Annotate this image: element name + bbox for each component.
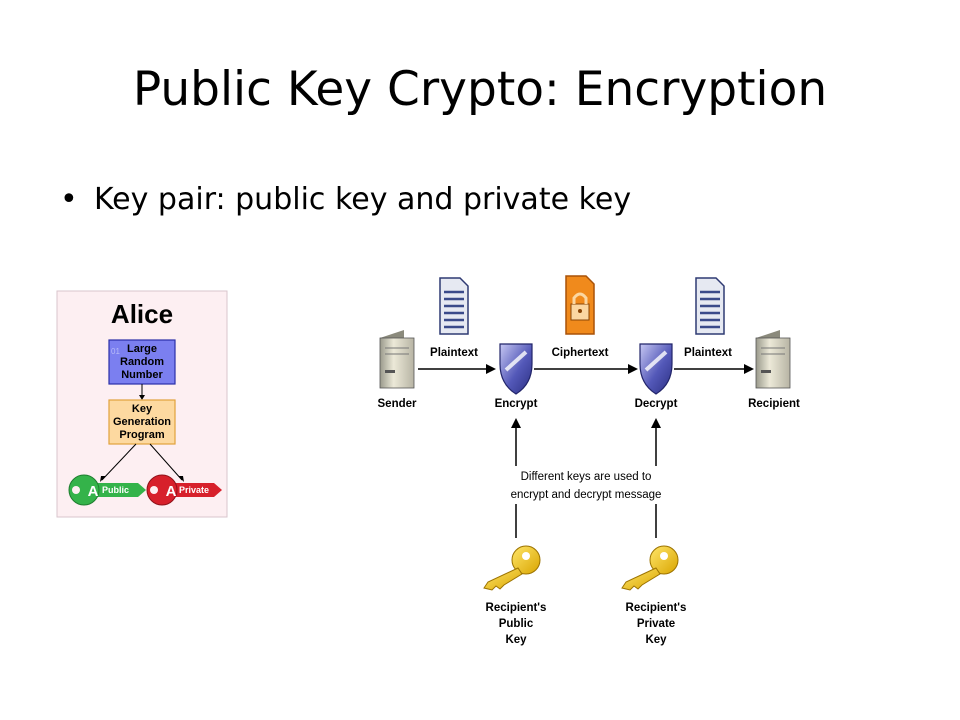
note-line-1: Different keys are used to (521, 471, 652, 483)
random-number-label-2: Random (120, 356, 164, 368)
keygen-to-private-arrow (149, 443, 183, 481)
encrypt-shield-icon (499, 343, 533, 395)
private-key-caption-3: Key (645, 634, 667, 646)
alice-name: Alice (111, 299, 173, 329)
public-key-to-encrypt-arrowhead (511, 418, 521, 428)
random-to-keygen-arrowhead (139, 395, 145, 400)
recipient-private-key-icon (621, 545, 679, 591)
keygen-to-public-arrow (101, 443, 137, 481)
note-background (512, 466, 660, 504)
public-key-label: Public (102, 485, 129, 495)
random-number-box (108, 339, 176, 385)
recipient-label: Recipient (748, 398, 800, 410)
public-key-caption-3: Key (505, 634, 527, 646)
recipient-server-icon (755, 330, 791, 389)
private-key-to-decrypt-arrowhead (651, 418, 661, 428)
sender-label: Sender (378, 398, 418, 410)
private-key-label: Private (179, 485, 209, 495)
bullet-text: Key pair: public key and private key (94, 182, 632, 217)
encryption-flow-diagram: Sender Plaintext Encrypt Ciphertext Decr… (378, 275, 800, 646)
private-key-caption-1: Recipient's (626, 602, 687, 614)
public-key-caption-2: Public (499, 618, 534, 630)
note-line-2: encrypt and decrypt message (511, 489, 662, 501)
bullet-item: • Key pair: public key and private key (60, 178, 631, 222)
sender-to-encrypt-arrowhead (486, 364, 496, 374)
ciphertext-label: Ciphertext (552, 347, 609, 359)
random-number-binary-texture: 01 (111, 347, 120, 356)
private-key-caption-2: Private (637, 618, 675, 630)
random-number-label-1: Large (127, 343, 157, 355)
keygen-label-3: Program (119, 429, 164, 441)
random-number-label-3: Number (121, 369, 163, 381)
keygen-to-private-arrowhead (178, 476, 184, 482)
decrypt-to-recipient-arrowhead (744, 364, 754, 374)
alice-private-key-icon (146, 474, 222, 506)
encrypt-label: Encrypt (495, 398, 538, 410)
keygen-to-public-arrowhead (100, 476, 106, 482)
recipient-public-key-icon (483, 545, 541, 591)
bullet-dot: • (60, 182, 78, 217)
plaintext-document-icon-1 (439, 277, 469, 335)
keygen-label-1: Key (132, 403, 153, 415)
public-key-letter: A (88, 483, 99, 500)
decrypt-shield-icon (639, 343, 673, 395)
alice-keygen-diagram: Alice 01 Large Random Number Key Generat… (56, 290, 228, 518)
public-key-caption-1: Recipient's (486, 602, 547, 614)
key-generation-box (108, 399, 176, 445)
decrypt-label: Decrypt (635, 398, 678, 410)
ciphertext-locked-document-icon (565, 275, 595, 335)
plaintext-label-2: Plaintext (684, 347, 732, 359)
keygen-label-2: Generation (113, 416, 171, 428)
plaintext-label-1: Plaintext (430, 347, 478, 359)
encrypt-to-decrypt-arrowhead (628, 364, 638, 374)
slide-title: Public Key Crypto: Encryption (132, 62, 828, 117)
private-key-letter: A (166, 483, 177, 500)
sender-server-icon (379, 330, 415, 389)
plaintext-document-icon-2 (695, 277, 725, 335)
alice-public-key-icon (68, 474, 146, 506)
